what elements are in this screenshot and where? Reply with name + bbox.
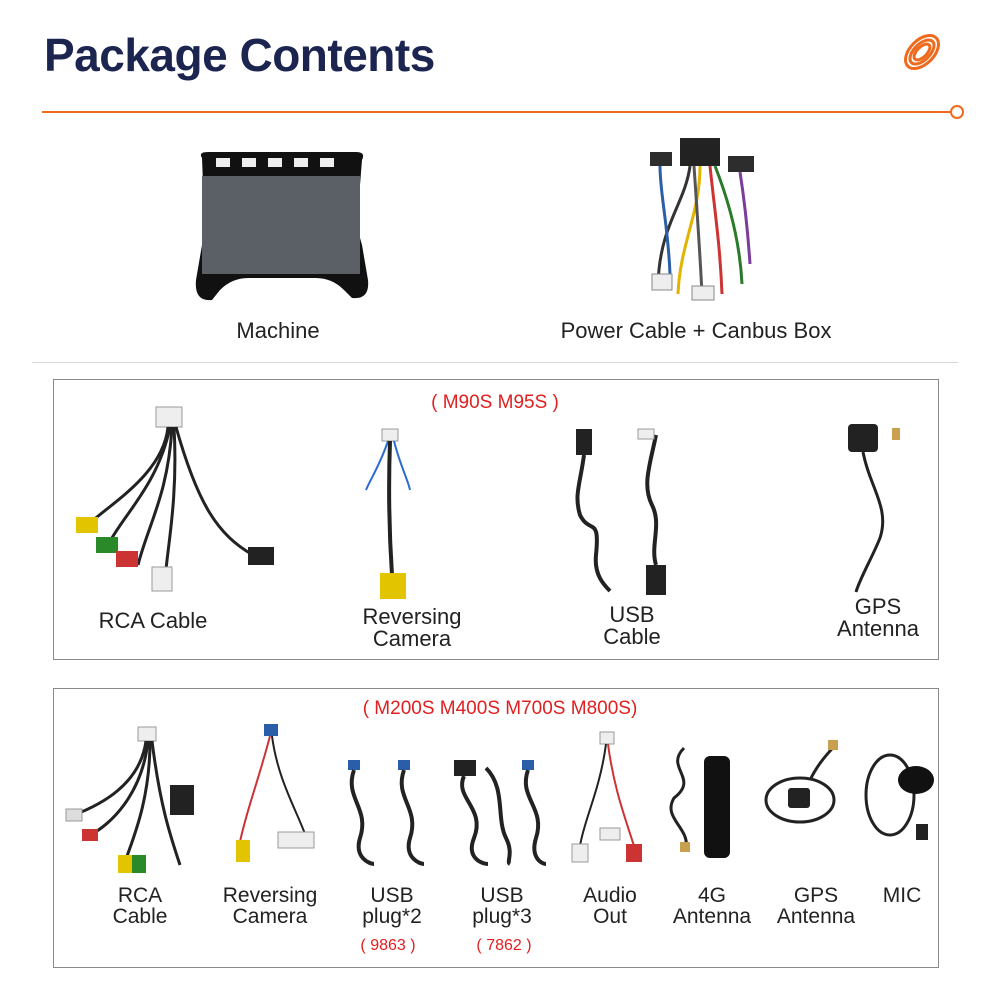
4g-antenna-image: [660, 738, 740, 862]
reversing-camera-cable-image: [360, 425, 440, 605]
gps-antenna-label: GPS Antenna: [837, 594, 919, 641]
audio-out-cable-image: [570, 730, 650, 870]
spiral-logo-icon: [898, 28, 946, 76]
header-rule-dot: [950, 105, 964, 119]
section-a-models: ( M90S M95S ): [431, 392, 559, 413]
usb-plug-3-label: USB plug*3: [472, 884, 532, 928]
machine-image: [192, 150, 370, 308]
section-b-box: [53, 688, 939, 968]
usb-plug-2-note: ( 9863 ): [360, 937, 416, 954]
mic-label: MIC: [882, 884, 922, 907]
section-b-models: ( M200S M400S M700S M800S): [362, 698, 638, 719]
microphone-image: [860, 740, 940, 850]
header-rule: [42, 111, 952, 113]
usb-plug-2-label: USB plug*2: [362, 884, 422, 928]
page-title: Package Contents: [44, 29, 435, 81]
rca-cable-image-b: [60, 725, 200, 880]
power-cable-canbus-image: [630, 134, 780, 304]
gps-antenna-image-b: [760, 740, 860, 850]
usb-plug-3-note: ( 7862 ): [476, 937, 532, 954]
reversing-camera-label-b: Reversing Camera: [222, 884, 318, 928]
section-divider: [32, 362, 958, 363]
usb-plug-2-image: [340, 758, 440, 868]
section-a-box: [53, 379, 939, 660]
audio-out-label: Audio Out: [583, 884, 637, 928]
4g-antenna-label: 4G Antenna: [672, 884, 752, 928]
rca-cable-image: [68, 405, 278, 600]
usb-plug-3-image: [446, 758, 562, 868]
gps-antenna-label-b: GPS Antenna: [776, 884, 856, 928]
reversing-camera-label: Reversing Camera: [362, 604, 462, 651]
power-cable-label: Power Cable + Canbus Box: [560, 318, 832, 343]
gps-antenna-image: [840, 418, 910, 598]
rca-cable-label: RCA Cable: [98, 608, 208, 633]
usb-cable-label: USB Cable: [603, 602, 661, 649]
usb-cable-image: [570, 425, 690, 600]
reversing-camera-cable-image-b: [218, 722, 328, 872]
rca-cable-label-b: RCA Cable: [112, 884, 168, 928]
machine-label: Machine: [236, 318, 320, 343]
